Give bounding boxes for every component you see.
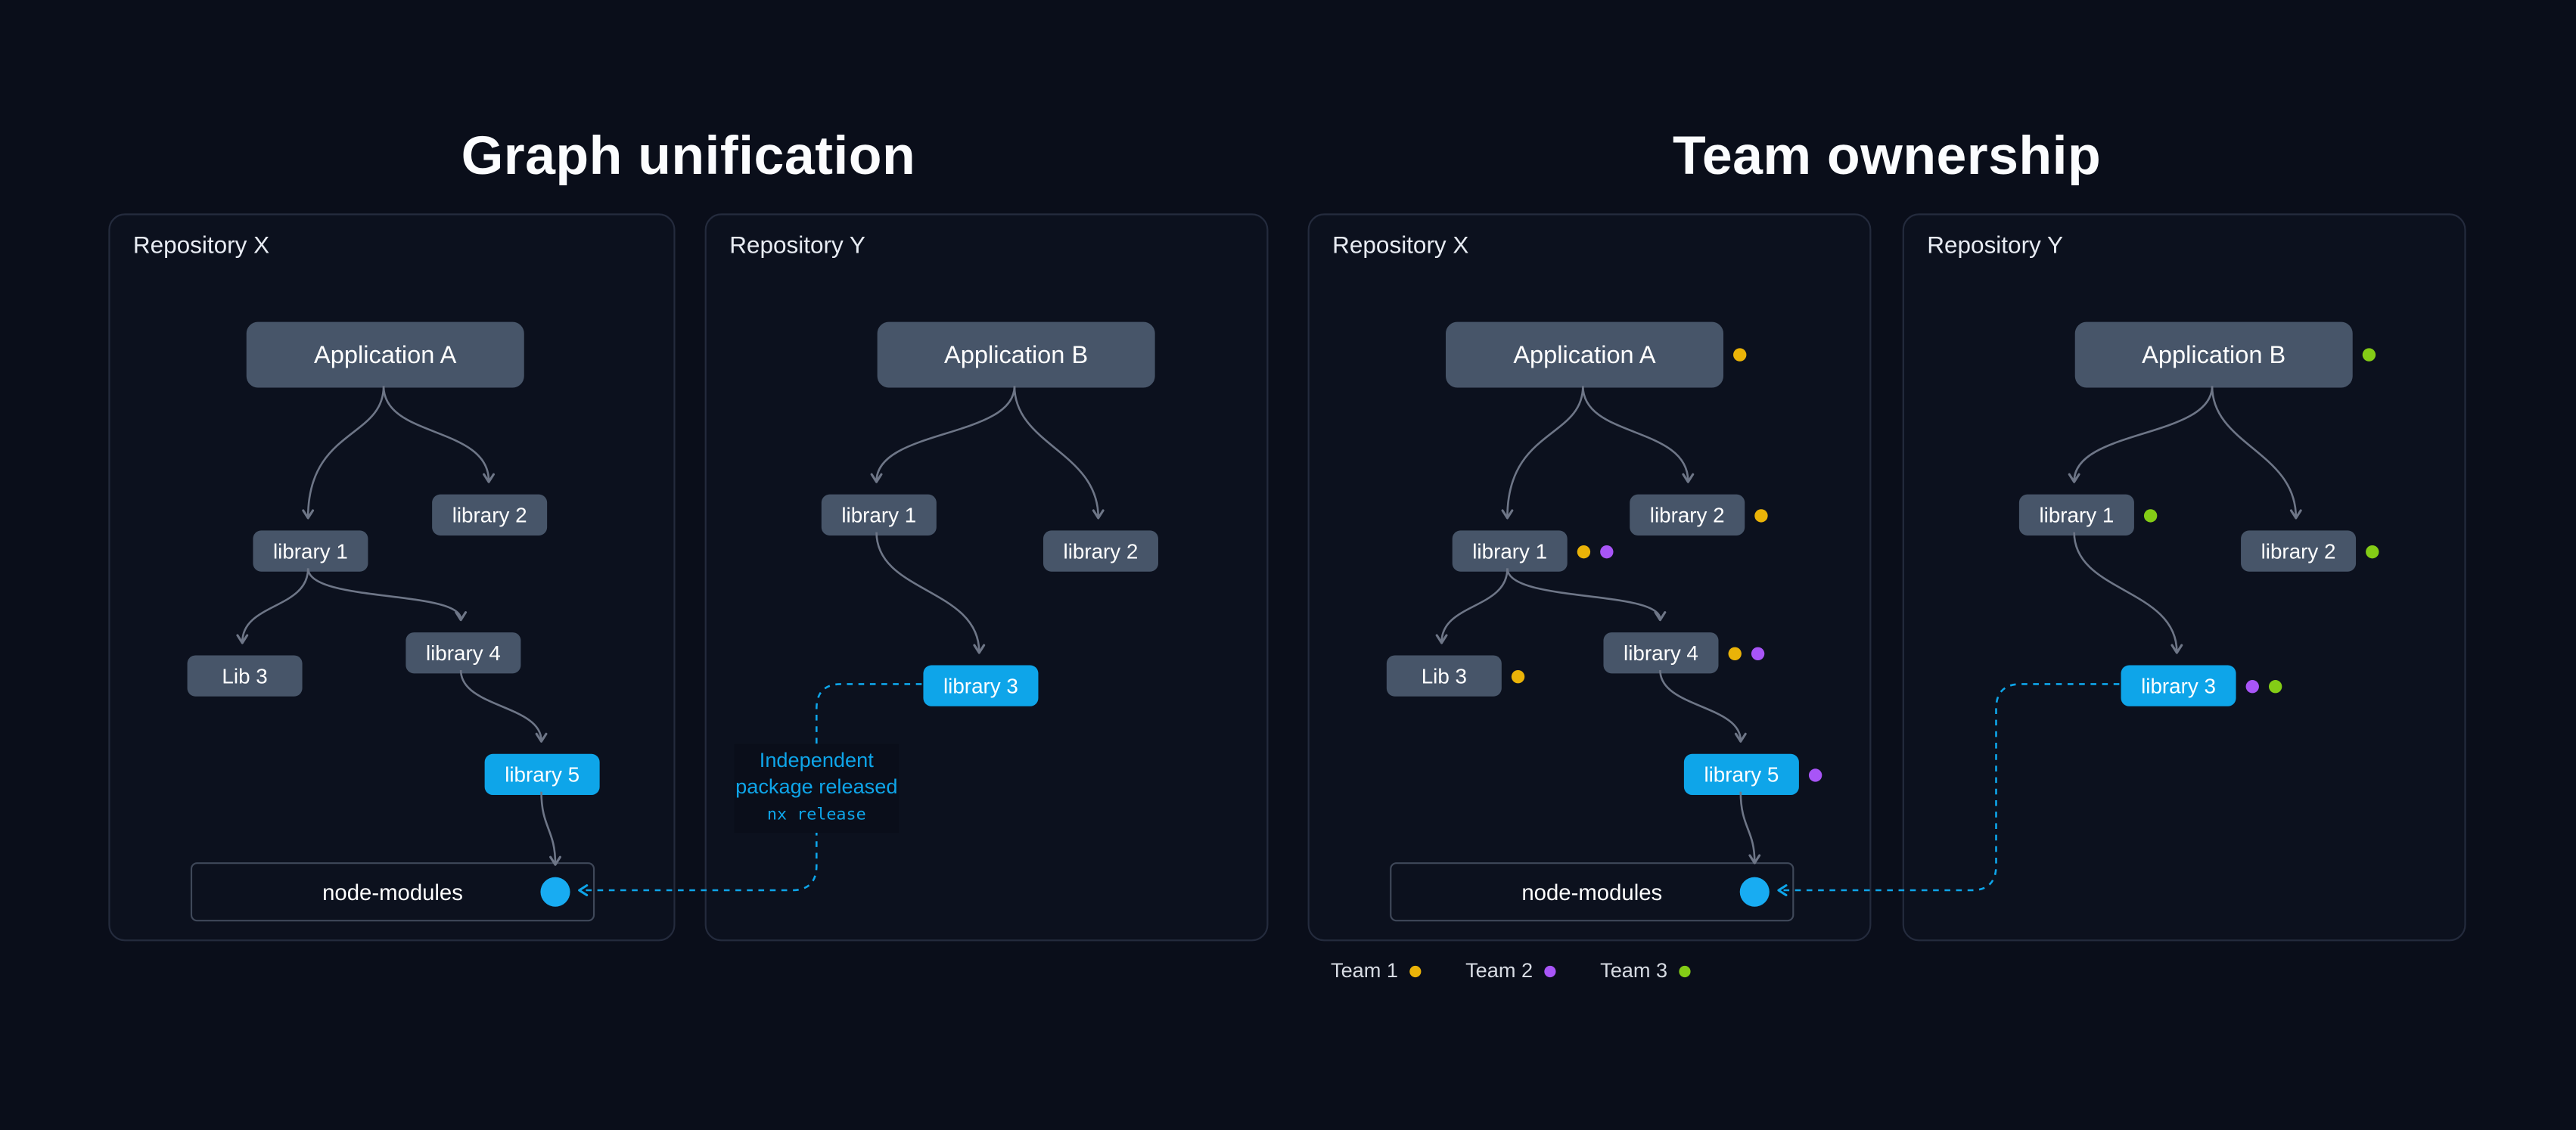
node-application-b: Application B bbox=[2074, 321, 2376, 388]
team3-ownership-dot bbox=[2268, 678, 2282, 693]
node-library-1-box: library 1 bbox=[253, 530, 368, 572]
node-library-5: library 5 bbox=[484, 753, 600, 796]
node-library-5: library 5 bbox=[1683, 753, 1822, 796]
panel-title: Repository X bbox=[132, 233, 270, 260]
nx-release-command: nx release bbox=[766, 806, 866, 825]
team1-ownership-dot bbox=[1511, 669, 1525, 683]
node-application-b: Application B bbox=[877, 321, 1155, 388]
node-application-a-box: Application A bbox=[1446, 321, 1724, 388]
node-library-1: library 1 bbox=[821, 494, 937, 536]
node-library-1-box: library 1 bbox=[2018, 494, 2134, 536]
node-library-4-box: library 4 bbox=[406, 632, 521, 674]
node-library-2-box: library 2 bbox=[432, 494, 548, 536]
node-lib-3-box: Lib 3 bbox=[1386, 655, 1502, 697]
published-package-dot bbox=[540, 877, 570, 907]
node-modules-label: node-modules bbox=[322, 879, 463, 905]
node-library-1-box: library 1 bbox=[821, 494, 937, 536]
node-library-2: library 2 bbox=[2241, 530, 2379, 572]
node-library-4: library 4 bbox=[406, 632, 521, 674]
panel-title: Repository X bbox=[1332, 233, 1469, 260]
legend-item-team2: Team 2 bbox=[1465, 959, 1556, 983]
node-library-3: library 3 bbox=[923, 665, 1039, 706]
legend-label-team1: Team 1 bbox=[1330, 959, 1399, 983]
node-library-1: library 1 bbox=[1452, 530, 1614, 572]
node-lib-3-box: Lib 3 bbox=[187, 655, 303, 697]
team1-ownership-dot bbox=[1577, 544, 1591, 558]
node-application-a-box: Application A bbox=[246, 321, 524, 388]
node-application-a: Application A bbox=[246, 321, 524, 388]
legend-label-team2: Team 2 bbox=[1465, 959, 1533, 983]
panel-repository-x-ownership: Repository X Application A library 1 lib… bbox=[1307, 213, 1872, 942]
release-annotation-line2: package released bbox=[735, 775, 898, 799]
panel-title: Repository Y bbox=[1927, 233, 2063, 260]
panel-repository-y-ownership: Repository Y Application B library 1 lib… bbox=[1902, 213, 2466, 942]
team2-ownership-dot bbox=[1751, 646, 1765, 660]
node-library-1-box: library 1 bbox=[1452, 530, 1568, 572]
release-annotation: Independent package released nx release bbox=[734, 744, 899, 834]
node-library-4: library 4 bbox=[1603, 632, 1765, 674]
node-library-3-box: library 3 bbox=[2121, 665, 2236, 706]
published-package-dot bbox=[1739, 877, 1770, 907]
section-title-team-ownership: Team ownership bbox=[1672, 125, 2102, 186]
node-library-1: library 1 bbox=[253, 530, 368, 572]
panel-repository-x-unification: Repository X Application A library 1 lib… bbox=[108, 213, 676, 942]
legend-item-team3: Team 3 bbox=[1600, 959, 1691, 983]
node-modules-label: node-modules bbox=[1521, 879, 1663, 905]
node-library-5-box: library 5 bbox=[484, 753, 600, 796]
team2-ownership-dot bbox=[1808, 768, 1822, 781]
release-annotation-line1: Independent bbox=[759, 749, 874, 772]
node-application-b-box: Application B bbox=[877, 321, 1155, 388]
node-library-2: library 2 bbox=[1043, 530, 1158, 572]
legend-label-team3: Team 3 bbox=[1600, 959, 1668, 983]
node-lib-3: Lib 3 bbox=[1386, 655, 1525, 697]
team2-legend-dot bbox=[1544, 964, 1556, 977]
node-library-4-box: library 4 bbox=[1603, 632, 1719, 674]
node-modules-container: node-modules bbox=[1390, 862, 1794, 922]
node-application-a: Application A bbox=[1446, 321, 1747, 388]
team1-ownership-dot bbox=[1728, 646, 1742, 660]
node-modules-container: node-modules bbox=[190, 862, 595, 922]
team-legend: Team 1 Team 2 Team 3 bbox=[1330, 959, 1691, 983]
team3-ownership-dot bbox=[2362, 348, 2376, 362]
legend-item-team1: Team 1 bbox=[1330, 959, 1422, 983]
node-library-1: library 1 bbox=[2018, 494, 2158, 536]
section-title-graph-unification: Graph unification bbox=[461, 125, 916, 186]
node-library-2: library 2 bbox=[1630, 494, 1768, 536]
team3-legend-dot bbox=[1679, 964, 1691, 977]
team1-ownership-dot bbox=[1733, 348, 1747, 362]
node-library-3-box: library 3 bbox=[923, 665, 1039, 706]
team1-legend-dot bbox=[1409, 964, 1422, 977]
node-library-2-box: library 2 bbox=[2241, 530, 2357, 572]
team2-ownership-dot bbox=[2245, 678, 2259, 693]
node-application-b-box: Application B bbox=[2074, 321, 2353, 388]
team1-ownership-dot bbox=[1754, 508, 1768, 522]
node-lib-3: Lib 3 bbox=[187, 655, 303, 697]
node-library-2: library 2 bbox=[432, 494, 548, 536]
node-library-5-box: library 5 bbox=[1683, 753, 1799, 796]
node-library-2-box: library 2 bbox=[1630, 494, 1745, 536]
team3-ownership-dot bbox=[2143, 508, 2158, 522]
panel-title: Repository Y bbox=[729, 233, 865, 260]
team3-ownership-dot bbox=[2366, 544, 2379, 558]
node-library-2-box: library 2 bbox=[1043, 530, 1158, 572]
team2-ownership-dot bbox=[1600, 544, 1614, 558]
node-library-3: library 3 bbox=[2121, 665, 2282, 706]
